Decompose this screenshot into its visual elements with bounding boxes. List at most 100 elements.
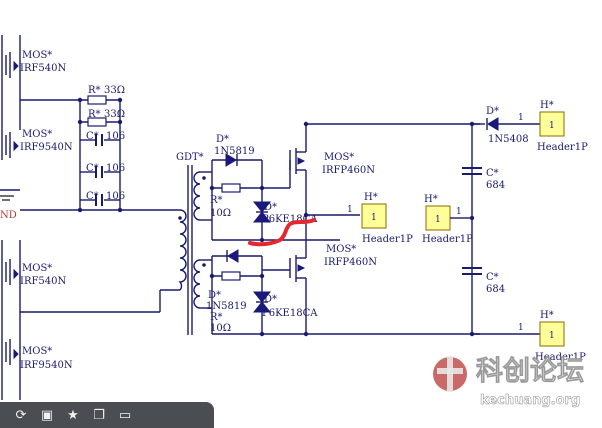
bottom-gate-drive: D* 1N5819 R* 10Ω D* P6KE18CA [200,249,480,337]
d-top-ref: D* [216,134,229,145]
top-gate-drive: D* 1N5819 R* 10Ω D* P6KE18CA [200,134,340,243]
header-bottom-right-value: Header1P [535,352,586,363]
pin-top-right-wire: 1 [518,113,524,123]
tvs-top-value: P6KE18CA [262,214,318,225]
r-bot-ref: R* [210,312,223,323]
r1-ref: R* [88,85,101,96]
star-icon[interactable]: ★ [67,407,79,423]
header-midpoint: 1 1 H* Header1P [347,192,413,245]
svg-text:1: 1 [518,323,524,333]
header-cap-center: 1 1 H* Header1P [422,194,473,245]
c-bot-value: 684 [486,284,505,295]
mos-left-2-value: IRF9540N [20,142,73,153]
resistor-r2 [87,117,107,127]
c3-value: 106 [106,191,125,202]
header-bottom-right-ref: H* [540,310,554,321]
svg-text:1: 1 [371,213,377,223]
gate-drive-transformer: GDT* [176,152,206,335]
mos-left-4-value: IRF9540N [20,360,73,371]
tvs-bot-value: P6KE18CA [262,308,318,319]
gdt-ref: GDT* [176,152,204,163]
diode-1n5819-top [225,153,237,167]
svg-text:1: 1 [435,215,441,225]
header-top-right-value: Header1P [537,142,588,153]
r-bot-value: 10Ω [210,323,231,334]
r2-value: 33Ω [104,109,125,120]
tvs-top-lower [252,211,272,223]
gnd-label: ND [0,210,17,221]
copy-icon[interactable]: ❐ [93,407,105,423]
mos-left-1-ref: MOS* [22,50,52,61]
c-top-value: 684 [486,180,505,191]
r-top-ref: R* [210,195,223,206]
q-bot-ref: MOS* [326,244,356,255]
more-icon[interactable]: ▭ [118,407,132,423]
c3-ref: C* [86,191,99,202]
watermark-logo-text: 科创论坛 [476,356,584,387]
c2-ref: C* [86,163,99,174]
mos-left-2-ref: MOS* [22,129,52,140]
header-cap-center-value: Header1P [422,234,473,245]
watermark-url: kechuang.org [480,393,580,408]
tvs-bot-upper [252,291,272,303]
d-out-value: 1N5408 [488,134,529,145]
header-cap-center-ref: H* [424,194,438,205]
c-bot-ref: C* [486,272,499,283]
tvs-bot-lower [252,301,272,313]
resistor-r1 [87,95,107,105]
resistor-10-top [221,183,241,193]
mosfet-left-3 [5,259,19,285]
tvs-bot-ref: D* [264,294,277,305]
resistor-cap-network: R* 33Ω R* 33Ω C* 106 C* 106 C* 106 [77,85,125,213]
q-top-ref: MOS* [324,152,354,163]
resistor-10-bot [221,271,241,281]
diode-1n5408 [487,117,499,131]
d-bot-ref: D* [208,290,221,301]
gdt-secondary-bot-coil [193,259,201,309]
mos-left-4-ref: MOS* [22,346,52,357]
d-out-ref: D* [486,106,499,117]
output-section: D* 1N5408 C* 684 C* 684 1 H* Header1P 1 … [347,100,588,363]
red-annotation-mark [248,218,316,247]
c-top-ref: C* [486,168,499,179]
svg-text:1: 1 [549,331,555,341]
c2-value: 106 [106,163,125,174]
image-viewer-toolbar: ⟳ ▣ ★ ❐ ▭ [0,402,214,428]
diode-1n5819-bot [227,249,239,263]
c1-ref: C* [86,131,99,142]
svg-text:1: 1 [347,205,353,215]
r1-value: 33Ω [104,85,125,96]
save-icon[interactable]: ▣ [40,407,54,423]
header-top-right: 1 H* Header1P [537,100,588,153]
rotate-icon[interactable]: ⟳ [15,407,27,423]
header-bottom-right: 1 1 H* Header1P [518,310,586,363]
d-bot-value: 1N5819 [206,301,247,312]
left-driver-section: MOS* IRF540N MOS* IRF9540N ND MOS* IRF54… [0,35,180,400]
svg-text:1: 1 [456,207,462,217]
svg-text:1: 1 [549,121,555,131]
mos-left-1-value: IRF540N [20,63,67,74]
r2-ref: R* [88,109,101,120]
d-top-value: 1N5819 [214,146,255,157]
gdt-primary-coil [178,209,187,291]
header-midpoint-ref: H* [364,192,378,203]
header-top-right-ref: H* [540,100,554,111]
q-bot-value: IRFP460N [324,257,377,268]
mosfet-left-1 [5,52,19,78]
q-top-value: IRFP460N [322,165,375,176]
r-top-value: 10Ω [210,208,231,219]
mos-left-3-ref: MOS* [22,263,52,274]
mos-left-3-value: IRF540N [20,276,67,287]
tvs-top-upper [252,201,272,213]
mosfet-left-2 [5,132,19,158]
mosfet-irfp460-top: MOS* IRFP460N [289,121,480,205]
c1-value: 106 [106,131,125,142]
kechuang-logo-icon [433,356,467,392]
tvs-top-ref: D* [264,202,277,213]
header-midpoint-value: Header1P [362,234,413,245]
watermark: 科创论坛 kechuang.org [433,356,584,408]
gdt-secondary-top-coil [193,171,201,221]
mosfet-left-4 [5,339,19,365]
mosfet-irfp460-bottom: MOS* IRFP460N [289,244,377,337]
